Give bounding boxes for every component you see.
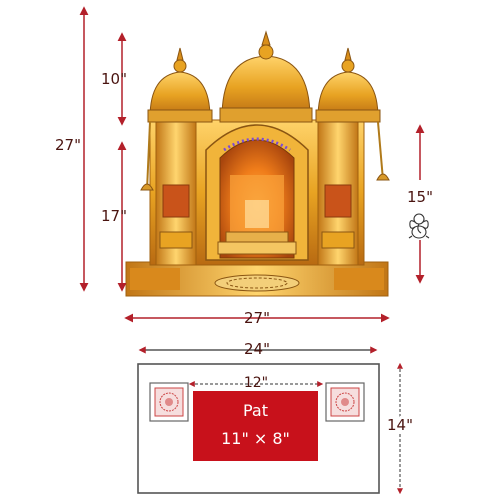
- platform-width-label: 24": [244, 340, 270, 358]
- platform-depth-label: 14": [387, 416, 413, 434]
- temple-illustration: [125, 30, 390, 297]
- total-width-label: 27": [244, 309, 270, 327]
- dome-height-label: 10": [101, 70, 127, 88]
- pat-size: 11" × 8": [221, 429, 290, 448]
- inner-spacing-label: 12": [244, 375, 268, 391]
- left-tile: [149, 382, 189, 422]
- ganesha-icon: [408, 213, 430, 239]
- right-tile: [325, 382, 365, 422]
- base-height-label: 17": [101, 207, 127, 225]
- pat-box: [193, 391, 318, 461]
- inner-height-label: 15": [407, 188, 433, 206]
- pat-label: Pat: [243, 401, 268, 420]
- total-height-label: 27": [55, 136, 81, 154]
